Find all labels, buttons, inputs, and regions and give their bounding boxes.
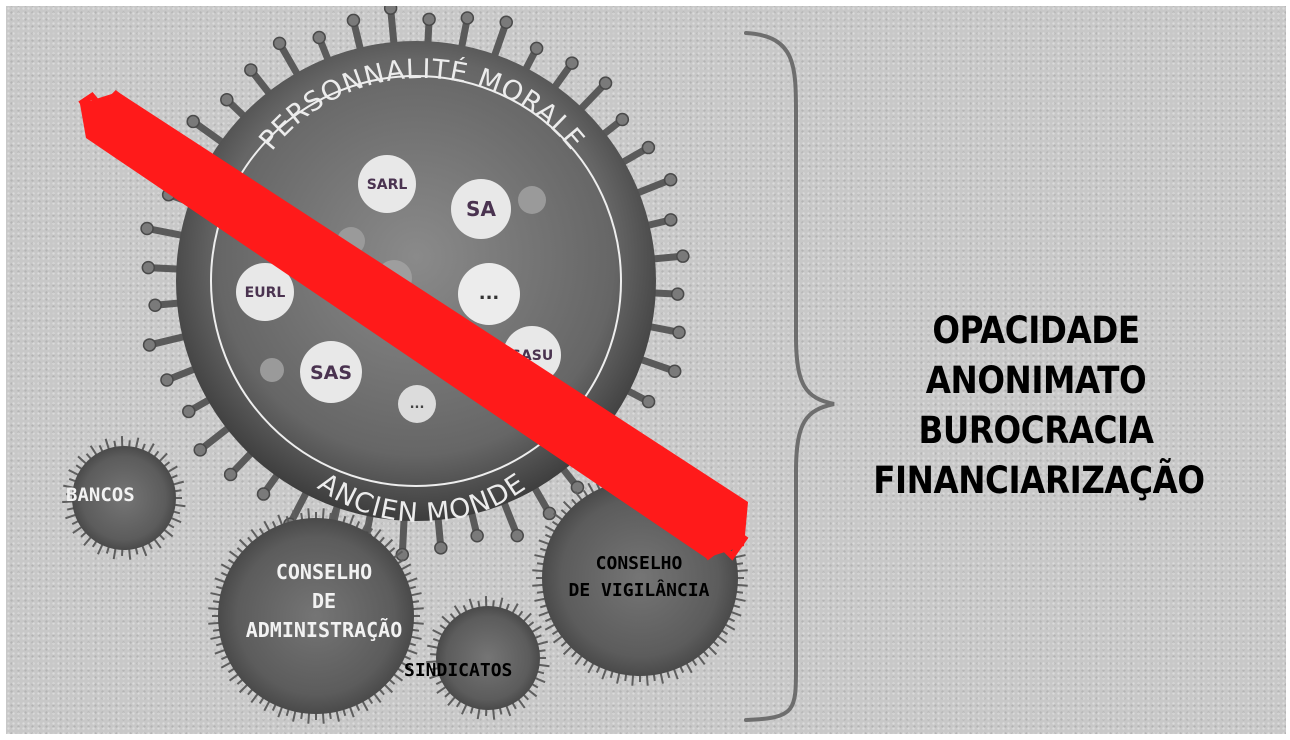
virus-conselho-admin (208, 508, 424, 724)
keyword-opacidade: OPACIDADE (932, 309, 1140, 352)
curly-brace (744, 31, 835, 722)
label-conselho-admin: CONSELHO DE ADMINISTRAÇÃO (245, 560, 403, 642)
tag-sarl: SARL (358, 155, 416, 213)
svg-text:...: ... (410, 397, 425, 412)
svg-text:EURL: EURL (245, 285, 286, 301)
bubble-small (518, 186, 546, 214)
label-sindicatos: SINDICATOS (404, 660, 513, 681)
label-conselho-vigilancia: CONSELHO DE VIGILÂNCIA (568, 553, 710, 601)
tag-ellipsis-1: ... (458, 263, 520, 325)
bubble-small (260, 358, 284, 382)
tag-eurl: EURL (236, 263, 294, 321)
keywords-list: OPACIDADE ANONIMATO BUROCRACIA FINANCIAR… (873, 306, 1205, 506)
svg-text:...: ... (479, 283, 500, 304)
svg-text:SAS: SAS (310, 362, 352, 384)
keyword-anonimato: ANONIMATO (925, 359, 1147, 402)
tag-sas: SAS (300, 341, 362, 403)
diagram-canvas: PERSONNALITÉ MORALE ANCIEN MONDE SARL SA (6, 6, 1286, 734)
keyword-financiarizacao: FINANCIARIZAÇÃO (873, 459, 1205, 502)
red-strike (78, 89, 749, 561)
keyword-burocracia: BUROCRACIA (918, 409, 1154, 452)
diagram-graphics: PERSONNALITÉ MORALE ANCIEN MONDE SARL SA (62, 6, 835, 724)
virus-bancos (62, 436, 186, 560)
svg-text:SARL: SARL (367, 177, 408, 193)
tag-ellipsis-2: ... (398, 385, 436, 423)
tag-sa: SA (451, 179, 511, 239)
virus-sindicatos (426, 596, 550, 720)
svg-text:SA: SA (466, 197, 496, 221)
label-bancos: BANCOS (66, 484, 135, 506)
virus-ring (210, 75, 622, 487)
